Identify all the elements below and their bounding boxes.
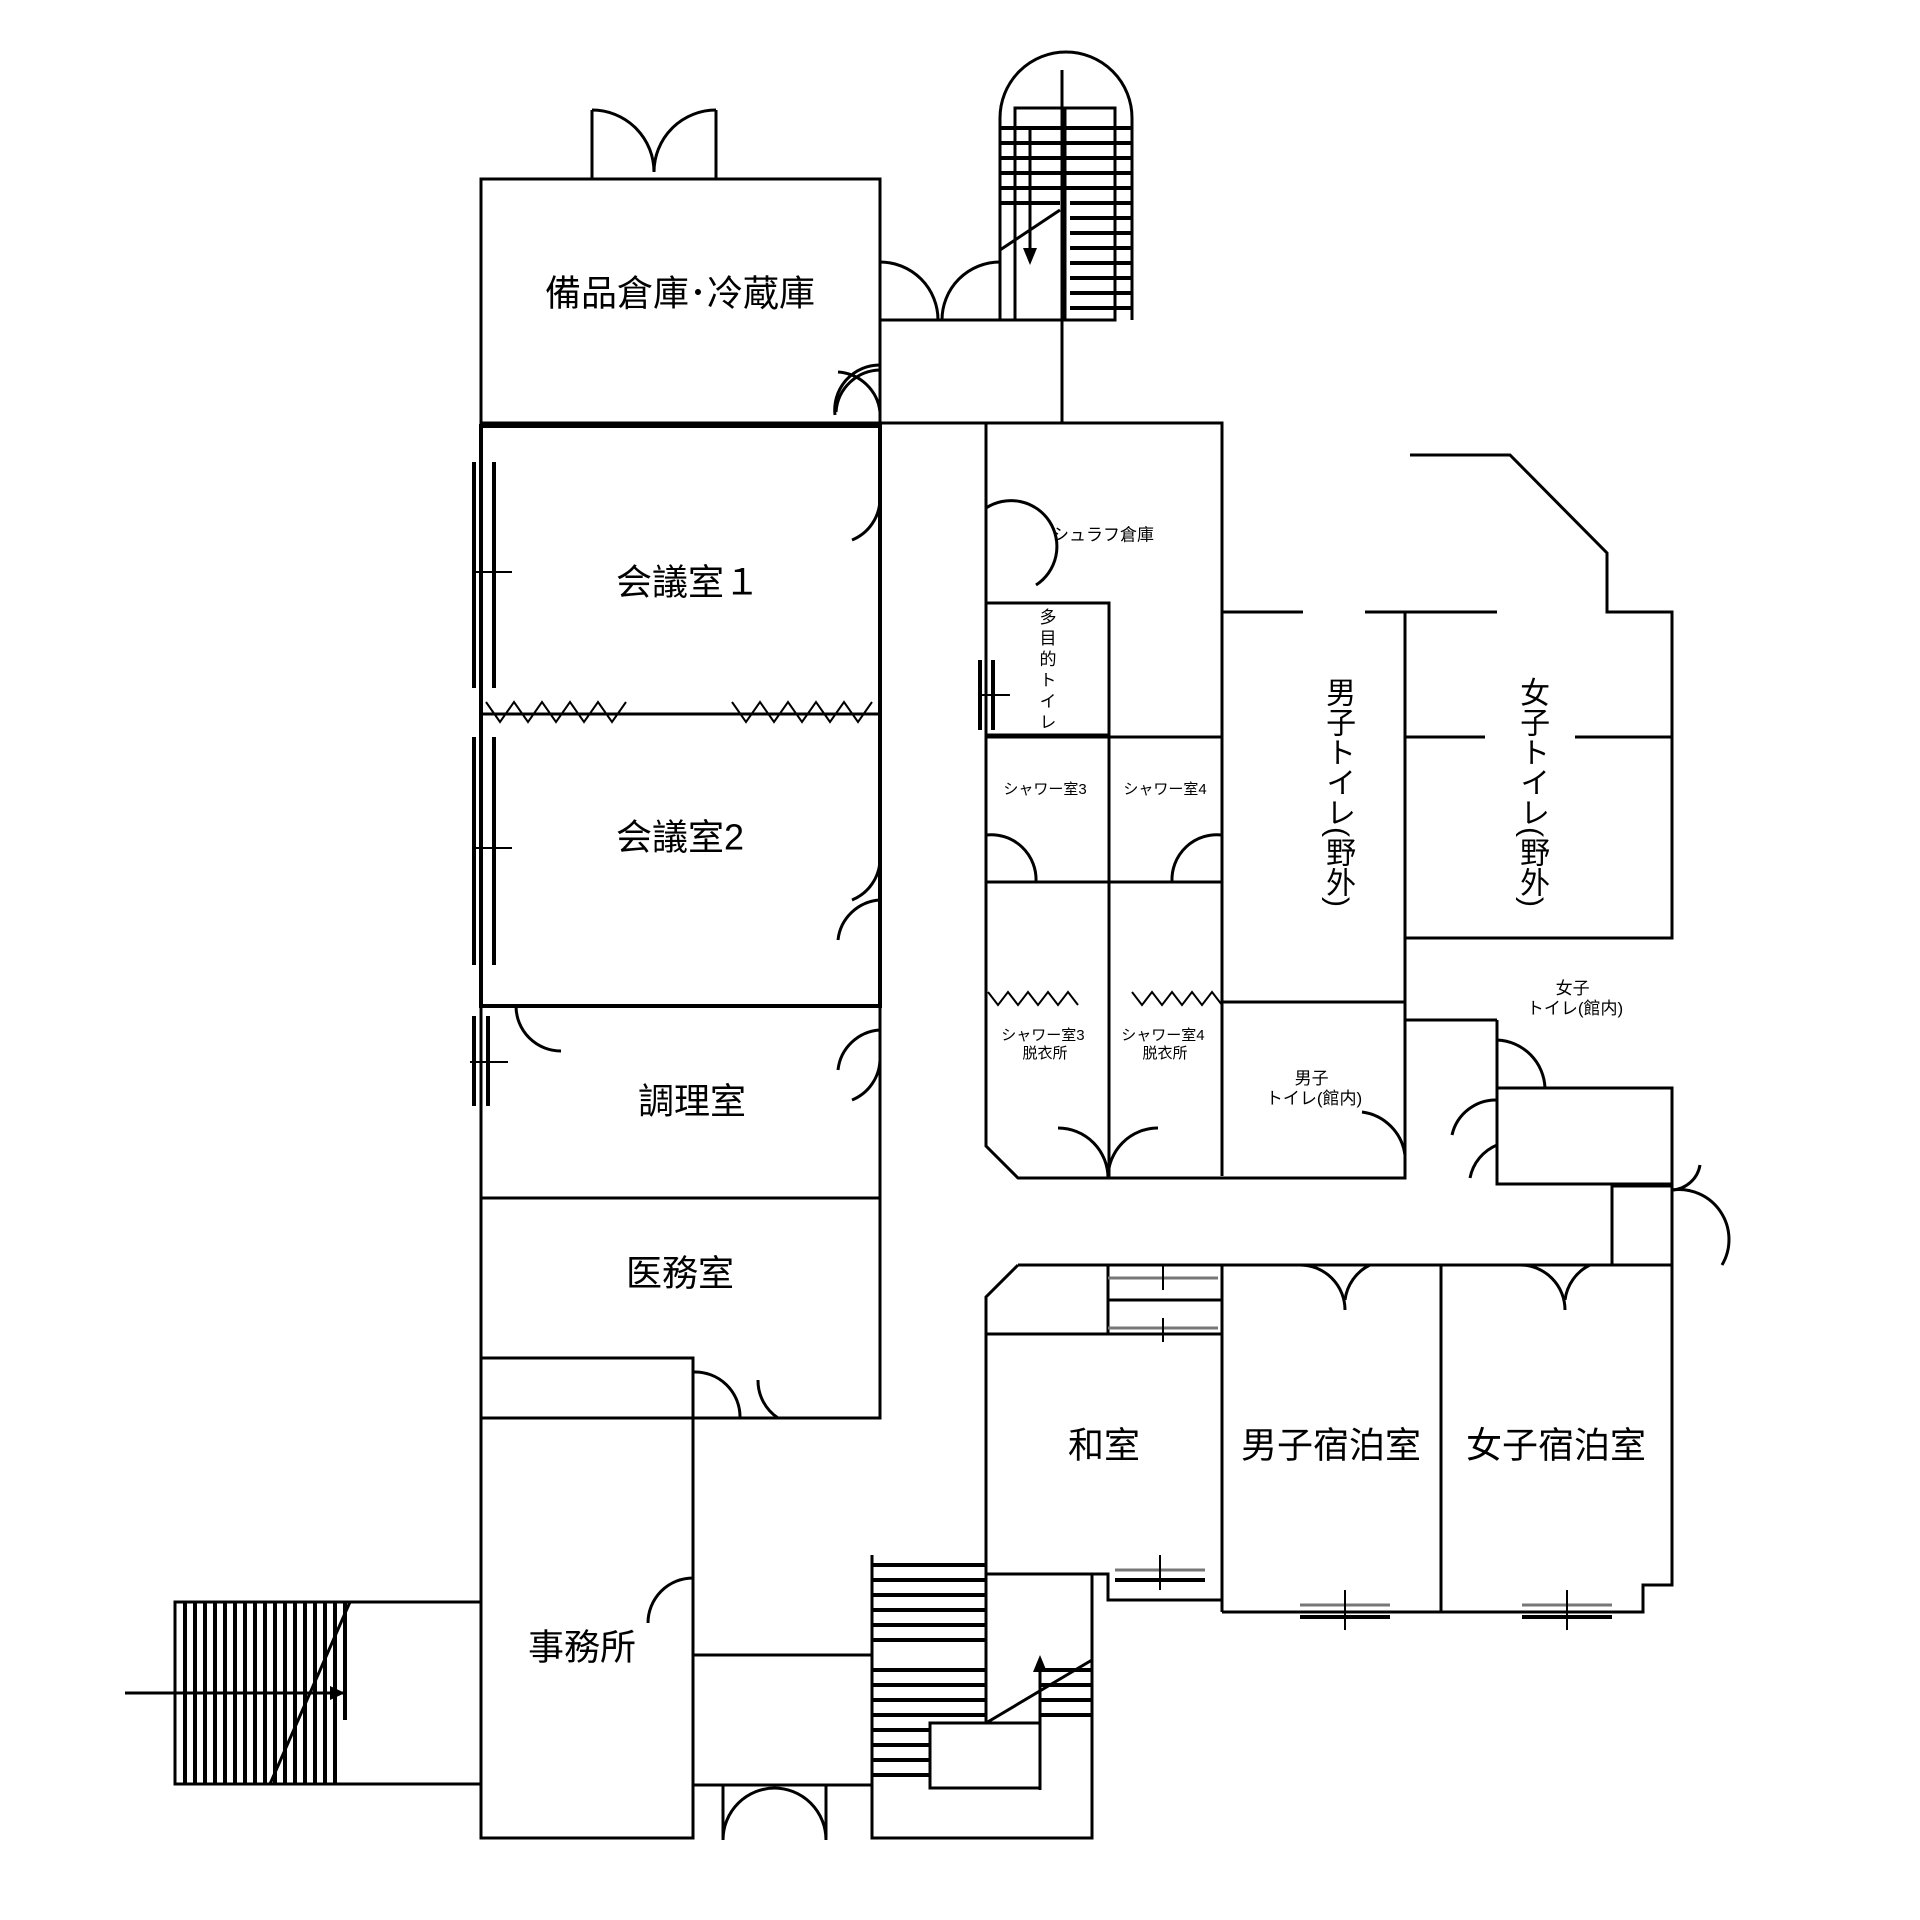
storage-double-door: [590, 108, 718, 179]
entrance-stairs: [125, 1600, 483, 1786]
stair-tower-top: [998, 50, 1134, 322]
room-label-kitchen: 調理室: [638, 1081, 746, 1122]
room-label-mens-lodging: 男子宿泊室: [1241, 1425, 1421, 1466]
sliding-doors-lower: [978, 660, 1612, 1630]
room-label-meeting-1: 会議室１: [616, 562, 760, 603]
room-label-womens-toilet-indoor: 女子 トイレ(館内): [1527, 979, 1623, 1018]
room-labels: 備品倉庫･冷蔵庫 会議室１ 会議室2 調理室 医務室 事務所 シュラフ倉庫 多目…: [528, 273, 1646, 1668]
stair-bottom: [721, 1555, 1094, 1841]
room-label-shower-3-dressing: シャワー室3 脱衣所: [1001, 1027, 1089, 1062]
room-label-sleeping-bag-storage: シュラフ倉庫: [1052, 525, 1154, 544]
shower-accordion: [987, 990, 1223, 1007]
room-label-japanese-room: 和室: [1068, 1425, 1140, 1466]
room-label-mens-toilet-indoor: 男子 トイレ(館内): [1266, 1069, 1362, 1108]
room-label-shower-3: シャワー室3: [1003, 781, 1086, 798]
left-wing-walls: [479, 70, 1064, 1840]
room-label-meeting-2: 会議室2: [616, 817, 744, 858]
room-label-womens-lodging: 女子宿泊室: [1466, 1425, 1646, 1466]
room-label-office: 事務所: [528, 1627, 636, 1668]
room-label-womens-toilet-outdoor: 女子トイレ(野外): [1515, 677, 1549, 907]
sliding-doors-left: [470, 462, 512, 1106]
room-label-multipurpose-toilet: 多目的トイレ: [1037, 608, 1056, 734]
lodging-block-walls: [984, 1184, 1674, 1614]
porch-double-door: [879, 260, 1001, 321]
accordion-partition: [485, 700, 873, 724]
doors: [514, 363, 1731, 1624]
room-label-storage: 備品倉庫･冷蔵庫: [545, 273, 815, 314]
room-label-shower-4: シャワー室4: [1123, 781, 1206, 798]
shower-toilet-block-walls: [984, 421, 1674, 1186]
room-label-mens-toilet-outdoor: 男子トイレ(野外): [1321, 677, 1355, 907]
room-label-medical: 医務室: [626, 1253, 734, 1294]
room-label-shower-4-dressing: シャワー室4 脱衣所: [1121, 1027, 1209, 1062]
